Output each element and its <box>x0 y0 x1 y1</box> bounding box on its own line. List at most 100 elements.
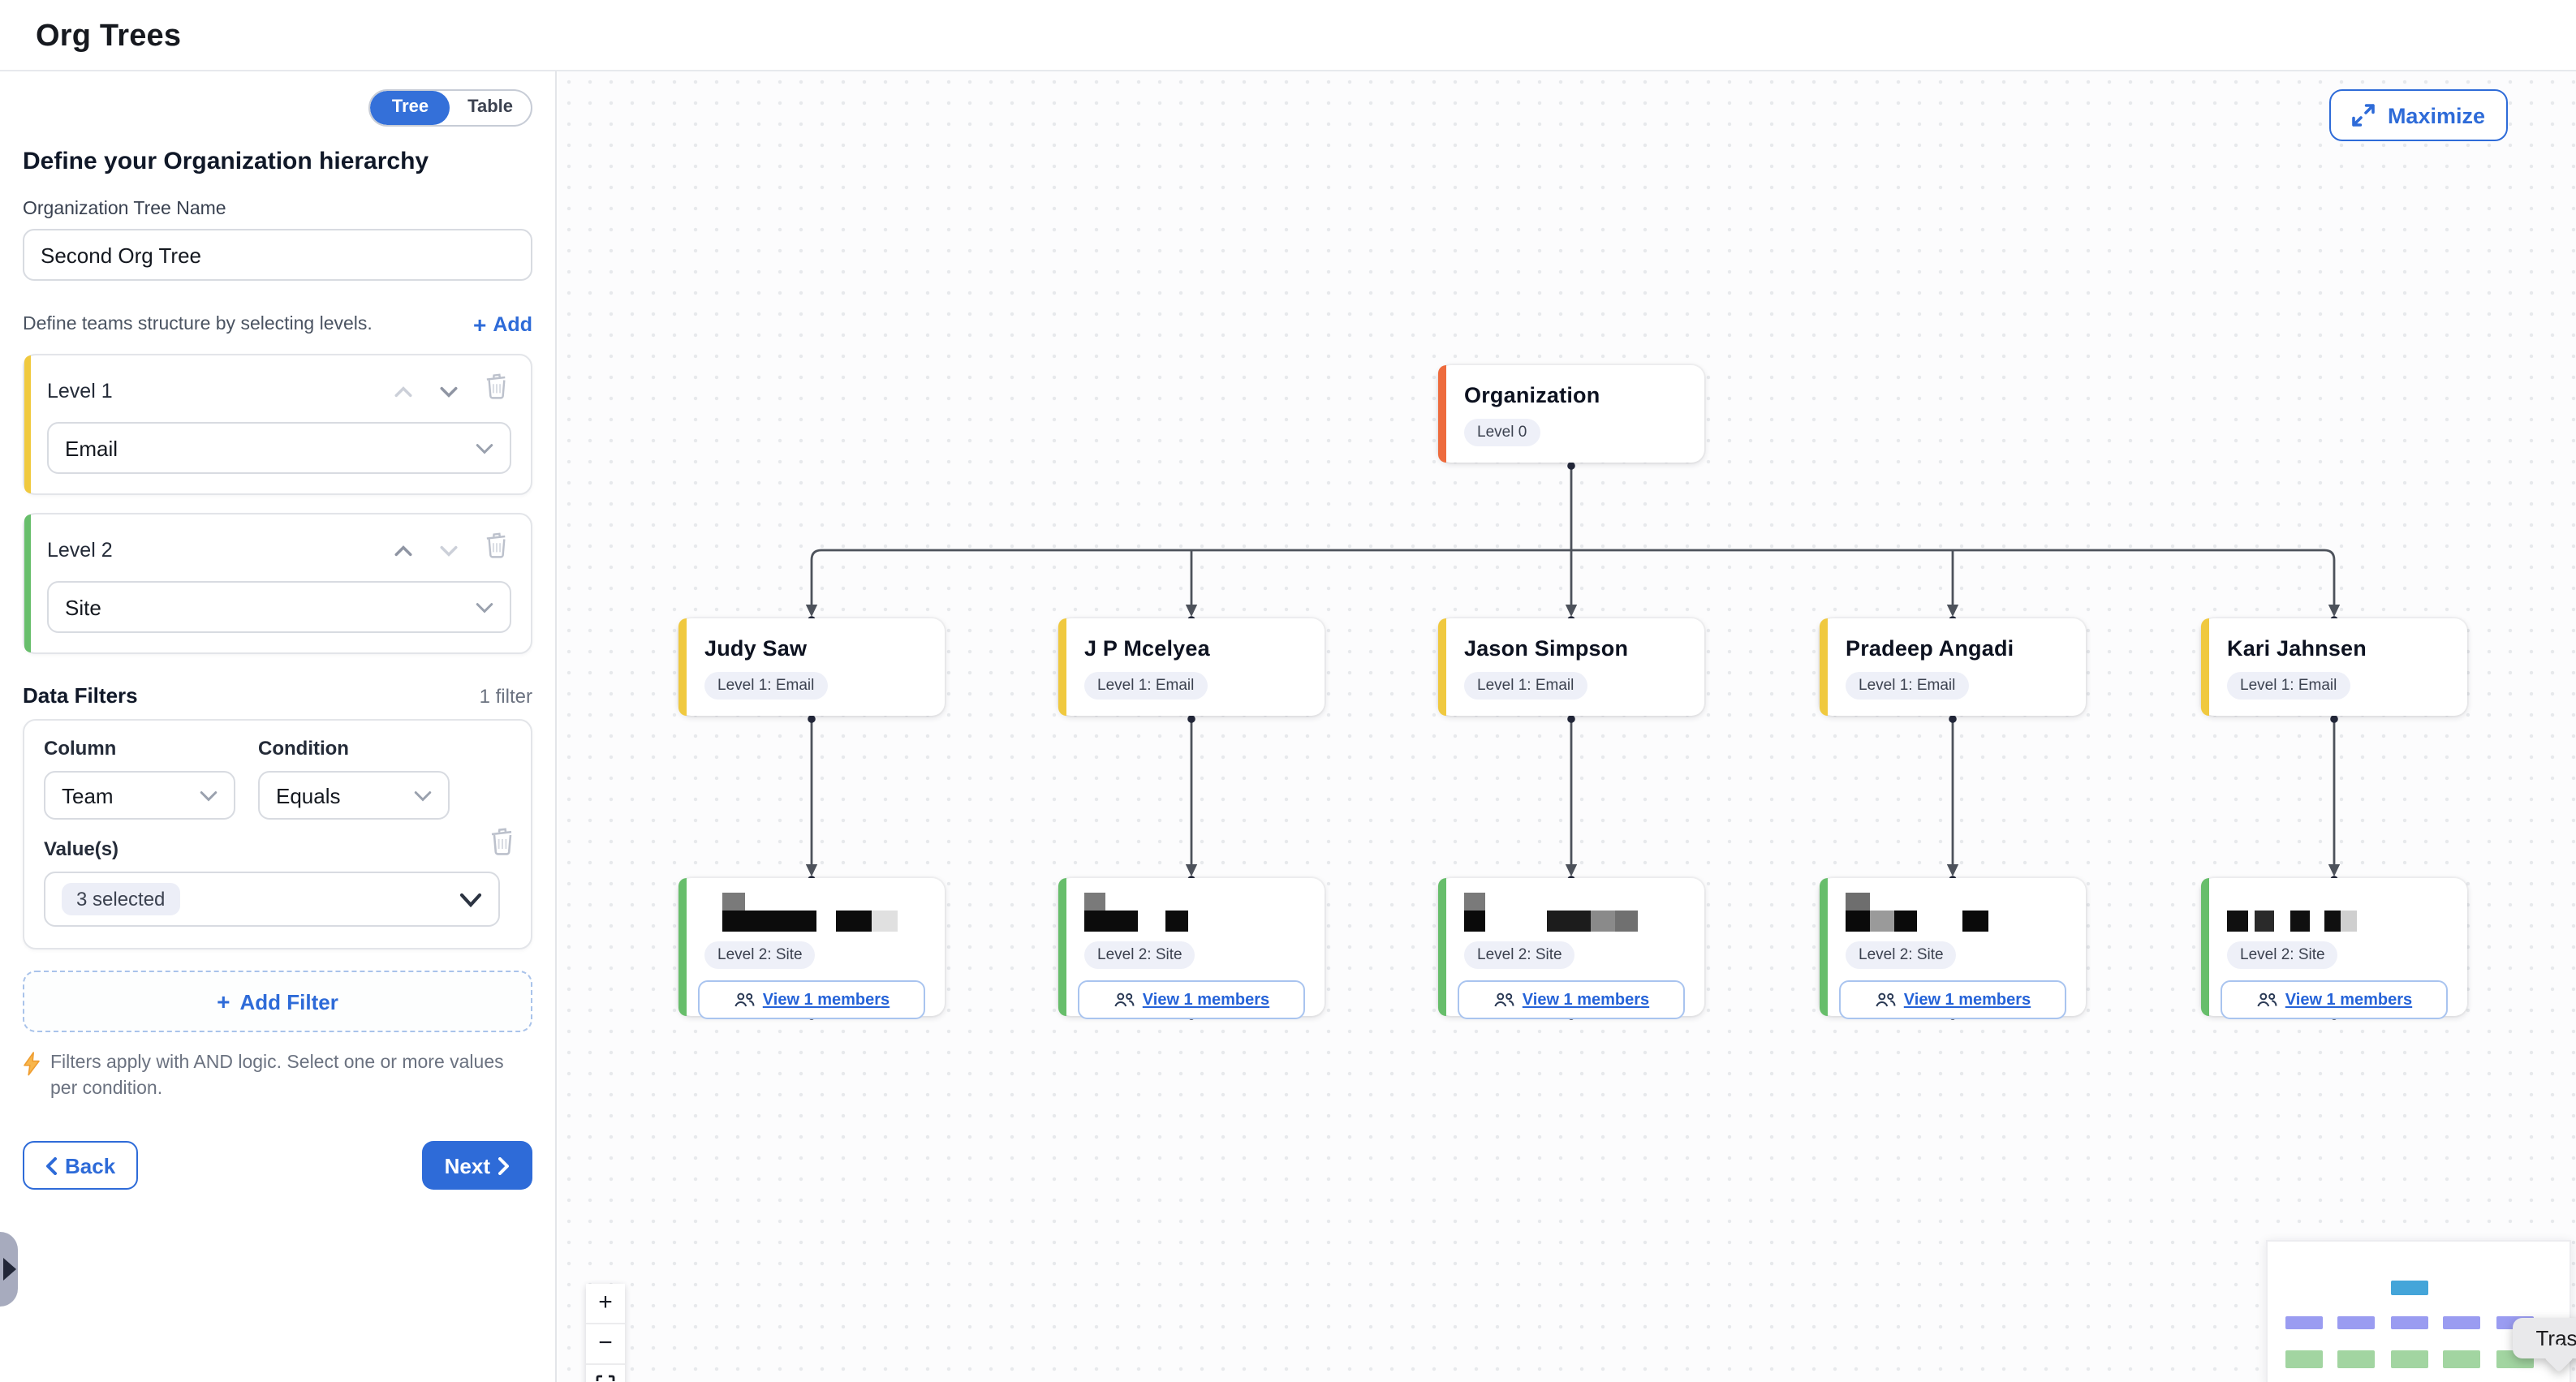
filters-note-text: Filters apply with AND logic. Select one… <box>50 1053 504 1099</box>
zoom-out-button[interactable]: − <box>586 1324 625 1364</box>
view-members-label: View 1 members <box>1522 991 1650 1009</box>
level-badge: Level 2: Site <box>704 941 816 969</box>
condition-value: Equals <box>276 783 341 807</box>
node-accent-bar <box>1438 365 1445 463</box>
add-filter-button[interactable]: + Add Filter <box>23 971 532 1032</box>
tree-name-label: Organization Tree Name <box>23 200 226 219</box>
delete-level-button[interactable] <box>485 373 508 407</box>
maximize-label: Maximize <box>2387 103 2485 127</box>
redaction-block <box>872 911 898 932</box>
minimap-level2 <box>2443 1350 2480 1367</box>
redaction-block <box>1165 911 1188 932</box>
node-accent-bar <box>678 878 686 1016</box>
level-accent-bar <box>24 355 31 493</box>
move-up-button[interactable] <box>394 376 412 405</box>
chevron-right-icon <box>498 1156 509 1174</box>
tree-name-input[interactable]: Second Org Tree <box>23 229 532 281</box>
column-select[interactable]: Team <box>44 771 235 820</box>
fit-view-button[interactable] <box>586 1364 625 1382</box>
node-accent-bar <box>1438 878 1445 1016</box>
values-label: Value(s) <box>44 837 119 860</box>
minimap-root <box>2391 1280 2428 1294</box>
level-card-1: Level 1 Email <box>23 354 532 495</box>
redaction-block <box>836 911 872 932</box>
node-accent-bar <box>1820 878 1827 1016</box>
maximize-button[interactable]: Maximize <box>2328 89 2508 141</box>
level-label: Level 2 <box>47 538 113 561</box>
zoom-in-button[interactable]: + <box>586 1283 625 1324</box>
view-members-button[interactable]: View 1 members <box>2221 980 2448 1019</box>
level-field-select[interactable]: Site <box>47 581 511 633</box>
node-title: Pradeep Angadi <box>1846 636 2014 661</box>
chevron-down-icon <box>459 892 482 906</box>
minimap-level1 <box>2443 1315 2480 1328</box>
redacted-name <box>1846 893 2070 932</box>
node-accent-bar <box>1820 618 1827 716</box>
add-level-button[interactable]: + Add <box>473 313 532 336</box>
app-header: Org Trees <box>0 0 2576 71</box>
redaction-block <box>745 911 816 932</box>
view-toggle-table[interactable]: Table <box>467 97 513 117</box>
column-value: Team <box>62 783 114 807</box>
view-members-button[interactable]: View 1 members <box>1078 980 1305 1019</box>
view-members-button[interactable]: View 1 members <box>1839 980 2066 1019</box>
view-members-label: View 1 members <box>2285 991 2413 1009</box>
add-filter-label: Add Filter <box>239 989 338 1014</box>
view-members-button[interactable]: View 1 members <box>698 980 925 1019</box>
level-accent-bar <box>24 514 31 652</box>
next-button[interactable]: Next <box>421 1141 532 1190</box>
minimap[interactable] <box>2266 1239 2571 1382</box>
level-label: Level 1 <box>47 379 113 402</box>
condition-select[interactable]: Equals <box>258 771 450 820</box>
view-members-label: View 1 members <box>1142 991 1270 1009</box>
level-badge: Level 2: Site <box>1846 941 1957 969</box>
node-accent-bar <box>2201 618 2208 716</box>
level-card-2: Level 2 Site <box>23 513 532 654</box>
level-badge: Level 1: Email <box>1846 672 1969 700</box>
node-title: Kari Jahnsen <box>2227 636 2367 661</box>
view-toggle-tree[interactable]: Tree <box>370 91 450 125</box>
levels-caption: Define teams structure by selecting leve… <box>23 315 373 334</box>
filter-count: 1 filter <box>479 685 532 708</box>
level-card-header: Level 2 <box>47 532 511 566</box>
delete-filter-button[interactable] <box>490 828 515 863</box>
play-arrow-icon <box>3 1258 16 1281</box>
back-button[interactable]: Back <box>23 1141 139 1190</box>
move-down-button[interactable] <box>440 535 458 564</box>
panel-expand-handle[interactable] <box>0 1232 18 1307</box>
chevron-down-icon <box>440 385 458 397</box>
plus-icon: + <box>217 988 230 1014</box>
view-members-button[interactable]: View 1 members <box>1458 980 1685 1019</box>
move-down-button[interactable] <box>440 376 458 405</box>
level-badge: Level 1: Email <box>704 672 828 700</box>
minimap-level2 <box>2285 1350 2323 1367</box>
fit-view-icon <box>596 1374 615 1380</box>
move-up-button[interactable] <box>394 535 412 564</box>
redaction-block <box>1846 893 1870 932</box>
minimap-level1 <box>2337 1315 2375 1328</box>
level-badge: Level 1: Email <box>1084 672 1208 700</box>
chevron-down-icon <box>440 545 458 556</box>
redaction-block <box>1894 911 1917 932</box>
values-select[interactable]: 3 selected <box>44 872 500 927</box>
redaction-block <box>1962 911 1988 932</box>
members-icon <box>2257 992 2277 1007</box>
view-members-label: View 1 members <box>1903 991 2031 1009</box>
level-badge: Level 1: Email <box>2227 672 2350 700</box>
level-field-select[interactable]: Email <box>47 422 511 474</box>
data-filters-title: Data Filters <box>23 683 138 708</box>
redaction-block <box>2255 911 2274 932</box>
delete-level-button[interactable] <box>485 532 508 566</box>
